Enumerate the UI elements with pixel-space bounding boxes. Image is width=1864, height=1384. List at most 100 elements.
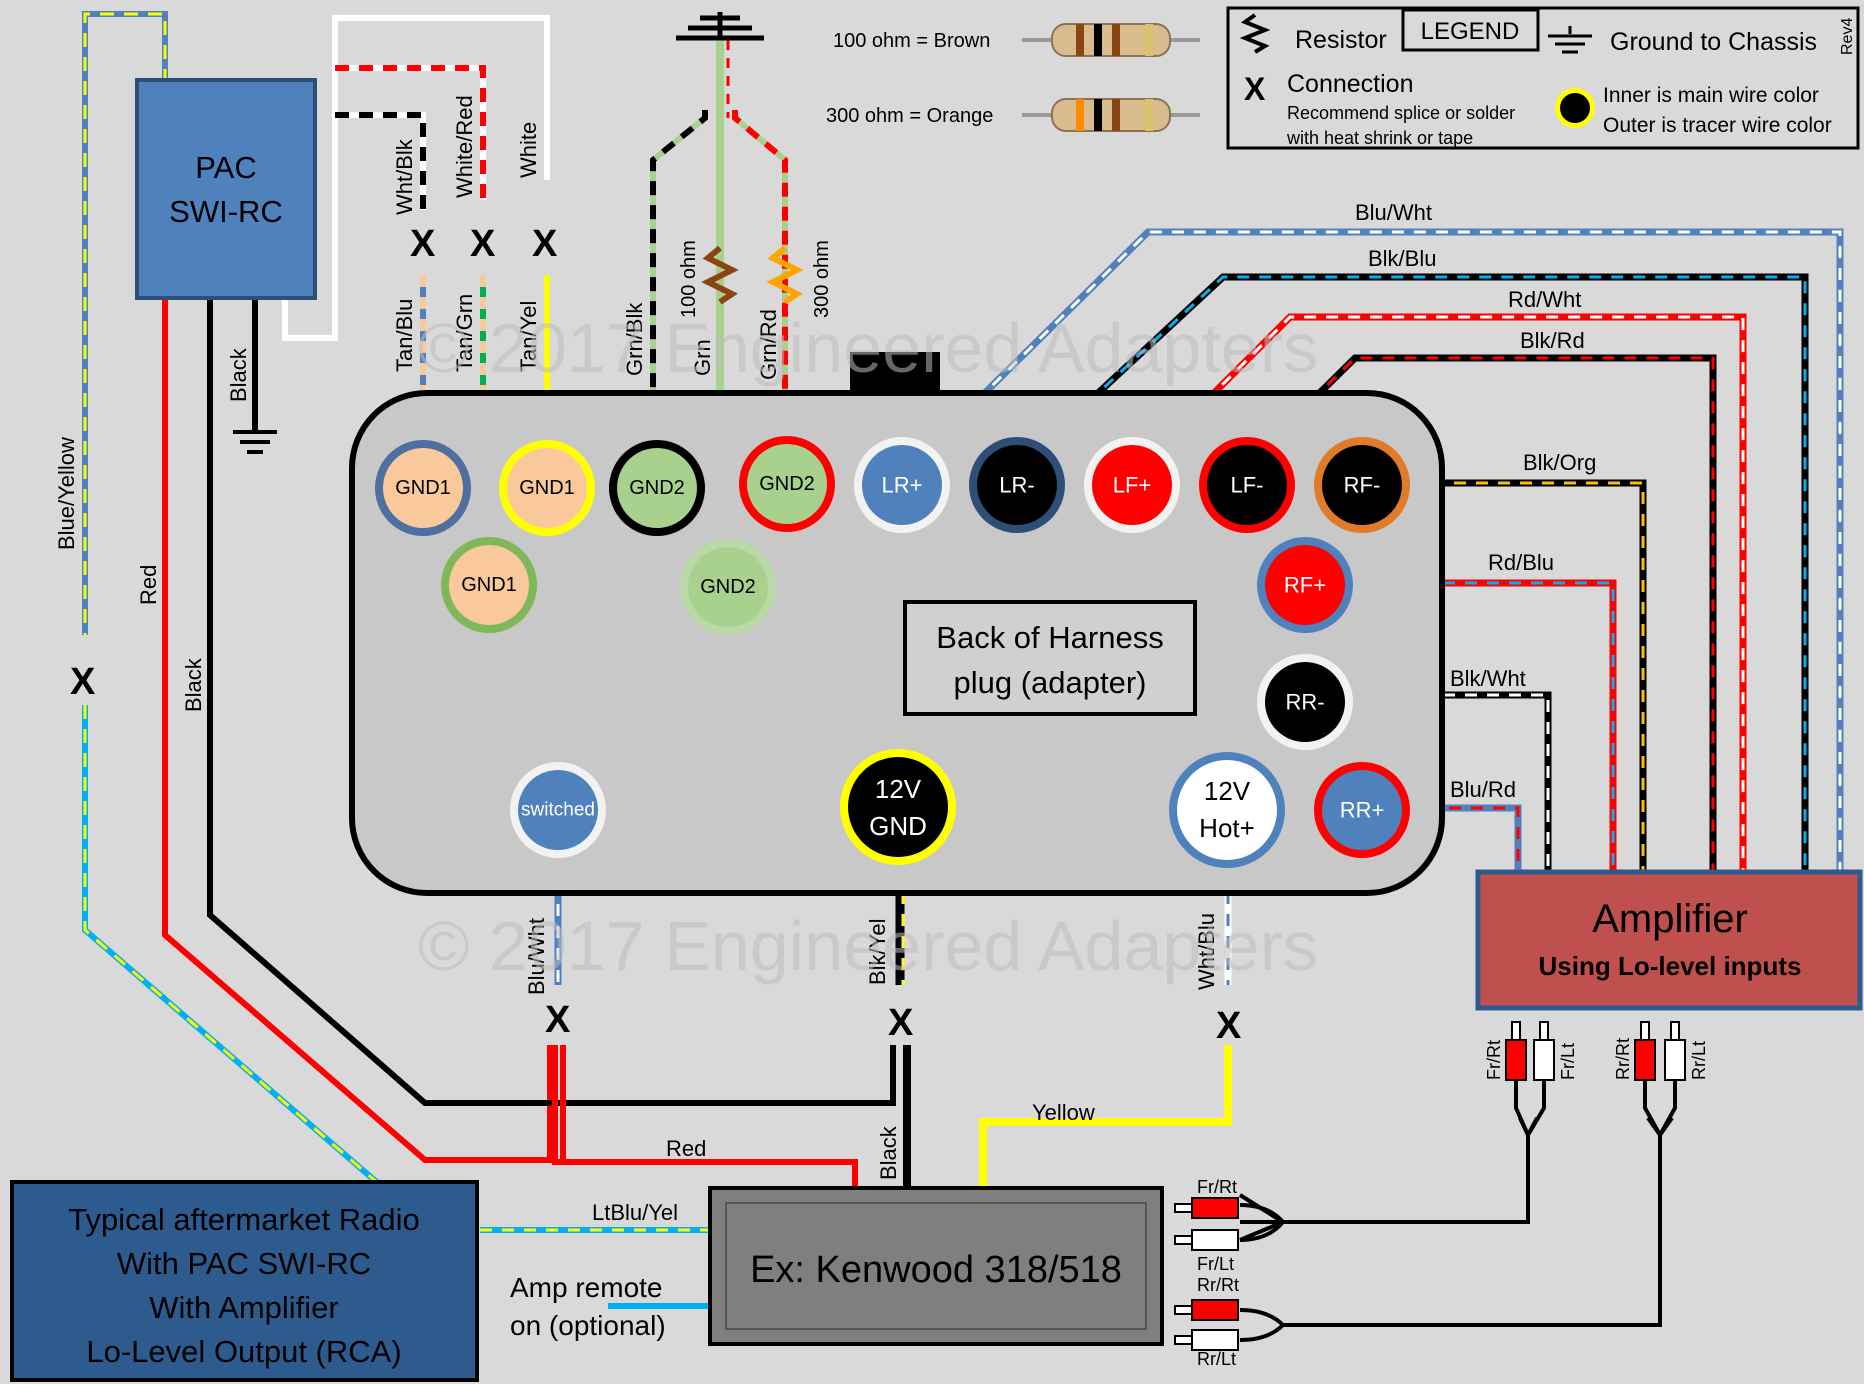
- kenwood-rca-fr-rt: [1174, 1197, 1239, 1219]
- pac-line2: SWI-RC: [169, 194, 283, 229]
- label-blk-wht: Blk/Wht: [1450, 666, 1526, 691]
- resistor-brown-icon: [1022, 23, 1200, 57]
- svg-text:RF+: RF+: [1284, 573, 1326, 598]
- label-ltblu-yel: LtBlu/Yel: [592, 1200, 678, 1225]
- kenwood-rca-label-fr-lt: Fr/Lt: [1197, 1254, 1234, 1274]
- rca-label-rr-rt: Rr/Rt: [1613, 1038, 1633, 1080]
- legend-wire-note-2: Outer is tracer wire color: [1603, 114, 1832, 137]
- label-black-bottom: Black: [876, 1125, 901, 1180]
- svg-text:RR-: RR-: [1285, 690, 1324, 715]
- svg-text:12V: 12V: [875, 774, 922, 804]
- legend-connection-note-2: with heat shrink or tape: [1286, 128, 1473, 148]
- label-yellow: Yellow: [1032, 1100, 1095, 1125]
- harness-label-line2: plug (adapter): [953, 665, 1146, 700]
- wire-grn-blk: [650, 110, 708, 440]
- terminal-12v-gnd: 12V GND: [840, 749, 956, 865]
- svg-text:12V: 12V: [1204, 776, 1251, 806]
- kenwood-label: Ex: Kenwood 318/518: [750, 1249, 1122, 1291]
- label-tan-yel: Tan/Yel: [516, 301, 541, 372]
- label-tan-grn: Tan/Grn: [452, 294, 477, 372]
- label-300-ohm: 300 ohm: [811, 240, 833, 318]
- connection-x-blue-yellow: X: [70, 661, 96, 703]
- kenwood-rca-rr-lt: [1174, 1329, 1239, 1351]
- radio-line2: With PAC SWI-RC: [117, 1246, 371, 1281]
- svg-text:GND1: GND1: [519, 477, 575, 499]
- pac-line1: PAC: [195, 150, 256, 185]
- svg-text:GND1: GND1: [461, 574, 517, 596]
- pac-box: [135, 78, 317, 300]
- wire-yellow-bottom: [979, 1045, 1232, 1188]
- connection-x-white-red: X: [470, 223, 496, 265]
- resistor-orange-icon: [1022, 98, 1200, 132]
- amplifier-box: [1475, 869, 1863, 1011]
- label-rd-blu: Rd/Blu: [1488, 550, 1554, 575]
- wire-wht-blk: [335, 112, 426, 210]
- svg-text:RR+: RR+: [1340, 798, 1385, 823]
- terminal-lr-plus: LR+: [854, 437, 950, 533]
- svg-text:GND: GND: [869, 811, 927, 841]
- label-rd-wht: Rd/Wht: [1508, 287, 1581, 312]
- terminal-lf-minus: LF-: [1199, 437, 1295, 533]
- svg-text:GND2: GND2: [629, 477, 685, 499]
- rca-label-fr-lt: Fr/Lt: [1558, 1043, 1578, 1080]
- amp-remote-line2: on (optional): [510, 1310, 666, 1341]
- kenwood-rca-rr-rt: [1174, 1299, 1239, 1321]
- ground-icon: [233, 430, 277, 454]
- wire-white: [282, 15, 550, 341]
- svg-text:LF+: LF+: [1113, 473, 1152, 498]
- terminal-gnd2-b: GND2: [680, 539, 776, 635]
- wire-white-red: [335, 65, 486, 200]
- harness-label-box: [903, 600, 1197, 716]
- label-red-bottom: Red: [666, 1136, 706, 1161]
- label-blk-org: Blk/Org: [1523, 450, 1596, 475]
- radio-line4: Lo-Level Output (RCA): [86, 1334, 401, 1369]
- terminal-switched: switched: [510, 762, 606, 858]
- label-blu-wht: Blu/Wht: [524, 918, 549, 995]
- label-blk-yel: Blk/Yel: [865, 919, 890, 985]
- legend-box: [1226, 6, 1860, 150]
- amp-remote-line1: Amp remote: [510, 1272, 663, 1303]
- terminal-gnd1-a: GND1: [375, 440, 471, 536]
- label-white: White: [516, 122, 541, 178]
- resistor-300-icon: [766, 245, 804, 305]
- legend-ohm300: 300 ohm = Orange: [826, 105, 993, 127]
- radio-line1: Typical aftermarket Radio: [68, 1202, 419, 1237]
- legend-x-icon: X: [1244, 71, 1266, 107]
- connection-x-hot: X: [1216, 1005, 1242, 1047]
- svg-text:GND2: GND2: [700, 576, 756, 598]
- legend-rev: Rev4: [1839, 18, 1856, 55]
- terminal-lf-plus: LF+: [1084, 437, 1180, 533]
- label-red: Red: [136, 565, 161, 605]
- wire-rd-wht: [1157, 313, 1747, 875]
- label-wht-blu: Wht/Blu: [1194, 913, 1219, 990]
- chassis-ground-icon: [676, 12, 764, 41]
- rca-plug-rr-lt: [1664, 1021, 1686, 1081]
- svg-text:Hot+: Hot+: [1199, 813, 1255, 843]
- amplifier-subtitle: Using Lo-level inputs: [1539, 951, 1802, 981]
- kenwood-box: [708, 1186, 1164, 1346]
- kenwood-rca-label-rr-rt: Rr/Rt: [1197, 1275, 1239, 1295]
- label-black-pac: Black: [226, 347, 251, 402]
- legend-wire-dot-icon: [1555, 88, 1595, 128]
- terminal-gnd1-c: GND1: [441, 537, 537, 633]
- label-grn: Grn: [690, 339, 715, 376]
- svg-text:RF-: RF-: [1344, 473, 1381, 498]
- radio-line3: With Amplifier: [149, 1290, 338, 1325]
- svg-text:LF-: LF-: [1231, 473, 1264, 498]
- label-blu-wht-top: Blu/Wht: [1355, 200, 1432, 225]
- svg-text:GND2: GND2: [759, 473, 815, 495]
- harness-latch: [850, 352, 940, 392]
- svg-text:switched: switched: [521, 800, 595, 821]
- watermark-bottom: © 2017 Engineered Adapters: [418, 907, 1318, 985]
- terminal-rr-minus: RR-: [1257, 654, 1353, 750]
- radio-box: [10, 1180, 479, 1382]
- amplifier-title: Amplifier: [1592, 897, 1748, 941]
- svg-text:GND1: GND1: [395, 477, 451, 499]
- connection-x-white: X: [532, 223, 558, 265]
- legend-title: LEGEND: [1421, 18, 1520, 45]
- wire-blk-org: [1410, 479, 1647, 875]
- legend-ground-icon: [1548, 26, 1592, 54]
- terminal-gnd2-c: GND2: [739, 436, 835, 532]
- kenwood-rca-label-rr-lt: Rr/Lt: [1197, 1349, 1236, 1369]
